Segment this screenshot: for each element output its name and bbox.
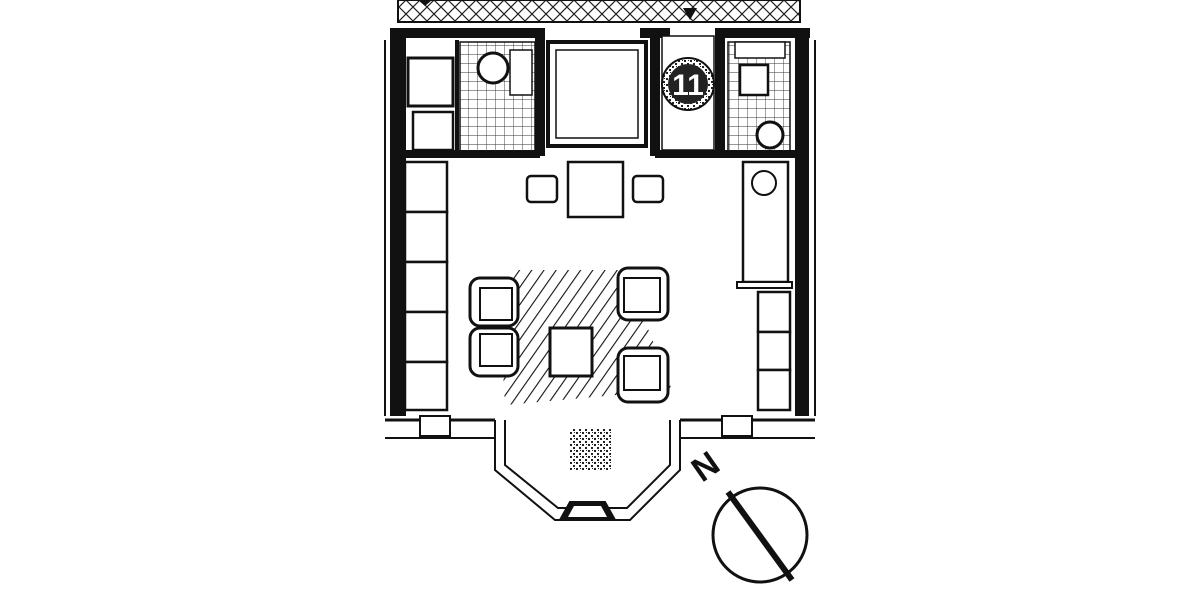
compass-icon: N xyxy=(685,444,809,584)
armchairs xyxy=(468,266,670,404)
bathroom-right xyxy=(727,41,791,153)
unit-number-label: 11 xyxy=(672,69,704,102)
bed-alcove xyxy=(546,40,648,148)
bench-right xyxy=(756,290,792,412)
bathroom-cabinet xyxy=(411,110,455,152)
toilet xyxy=(738,63,770,97)
entrance-arrow-icon xyxy=(683,8,697,20)
dining-set xyxy=(525,160,665,219)
washbasin-right xyxy=(755,120,785,150)
plant-icon xyxy=(570,428,612,470)
kitchenette xyxy=(736,160,793,289)
coffee-table xyxy=(548,326,594,378)
balcony-bay xyxy=(419,415,753,521)
entry-area: 11 xyxy=(661,35,715,151)
compass-north-label: N xyxy=(685,444,727,489)
interior-walls xyxy=(400,36,795,158)
dining-chair-right xyxy=(631,174,665,204)
bench-left xyxy=(403,160,449,412)
bathroom-left xyxy=(406,41,536,153)
outer-walls xyxy=(384,28,816,439)
dining-table xyxy=(566,160,625,219)
corridor xyxy=(397,0,801,23)
dining-chair-left xyxy=(525,174,559,204)
corridor-arrow-icon xyxy=(418,0,432,6)
shower-tray xyxy=(406,56,455,108)
washbasin xyxy=(476,51,510,85)
